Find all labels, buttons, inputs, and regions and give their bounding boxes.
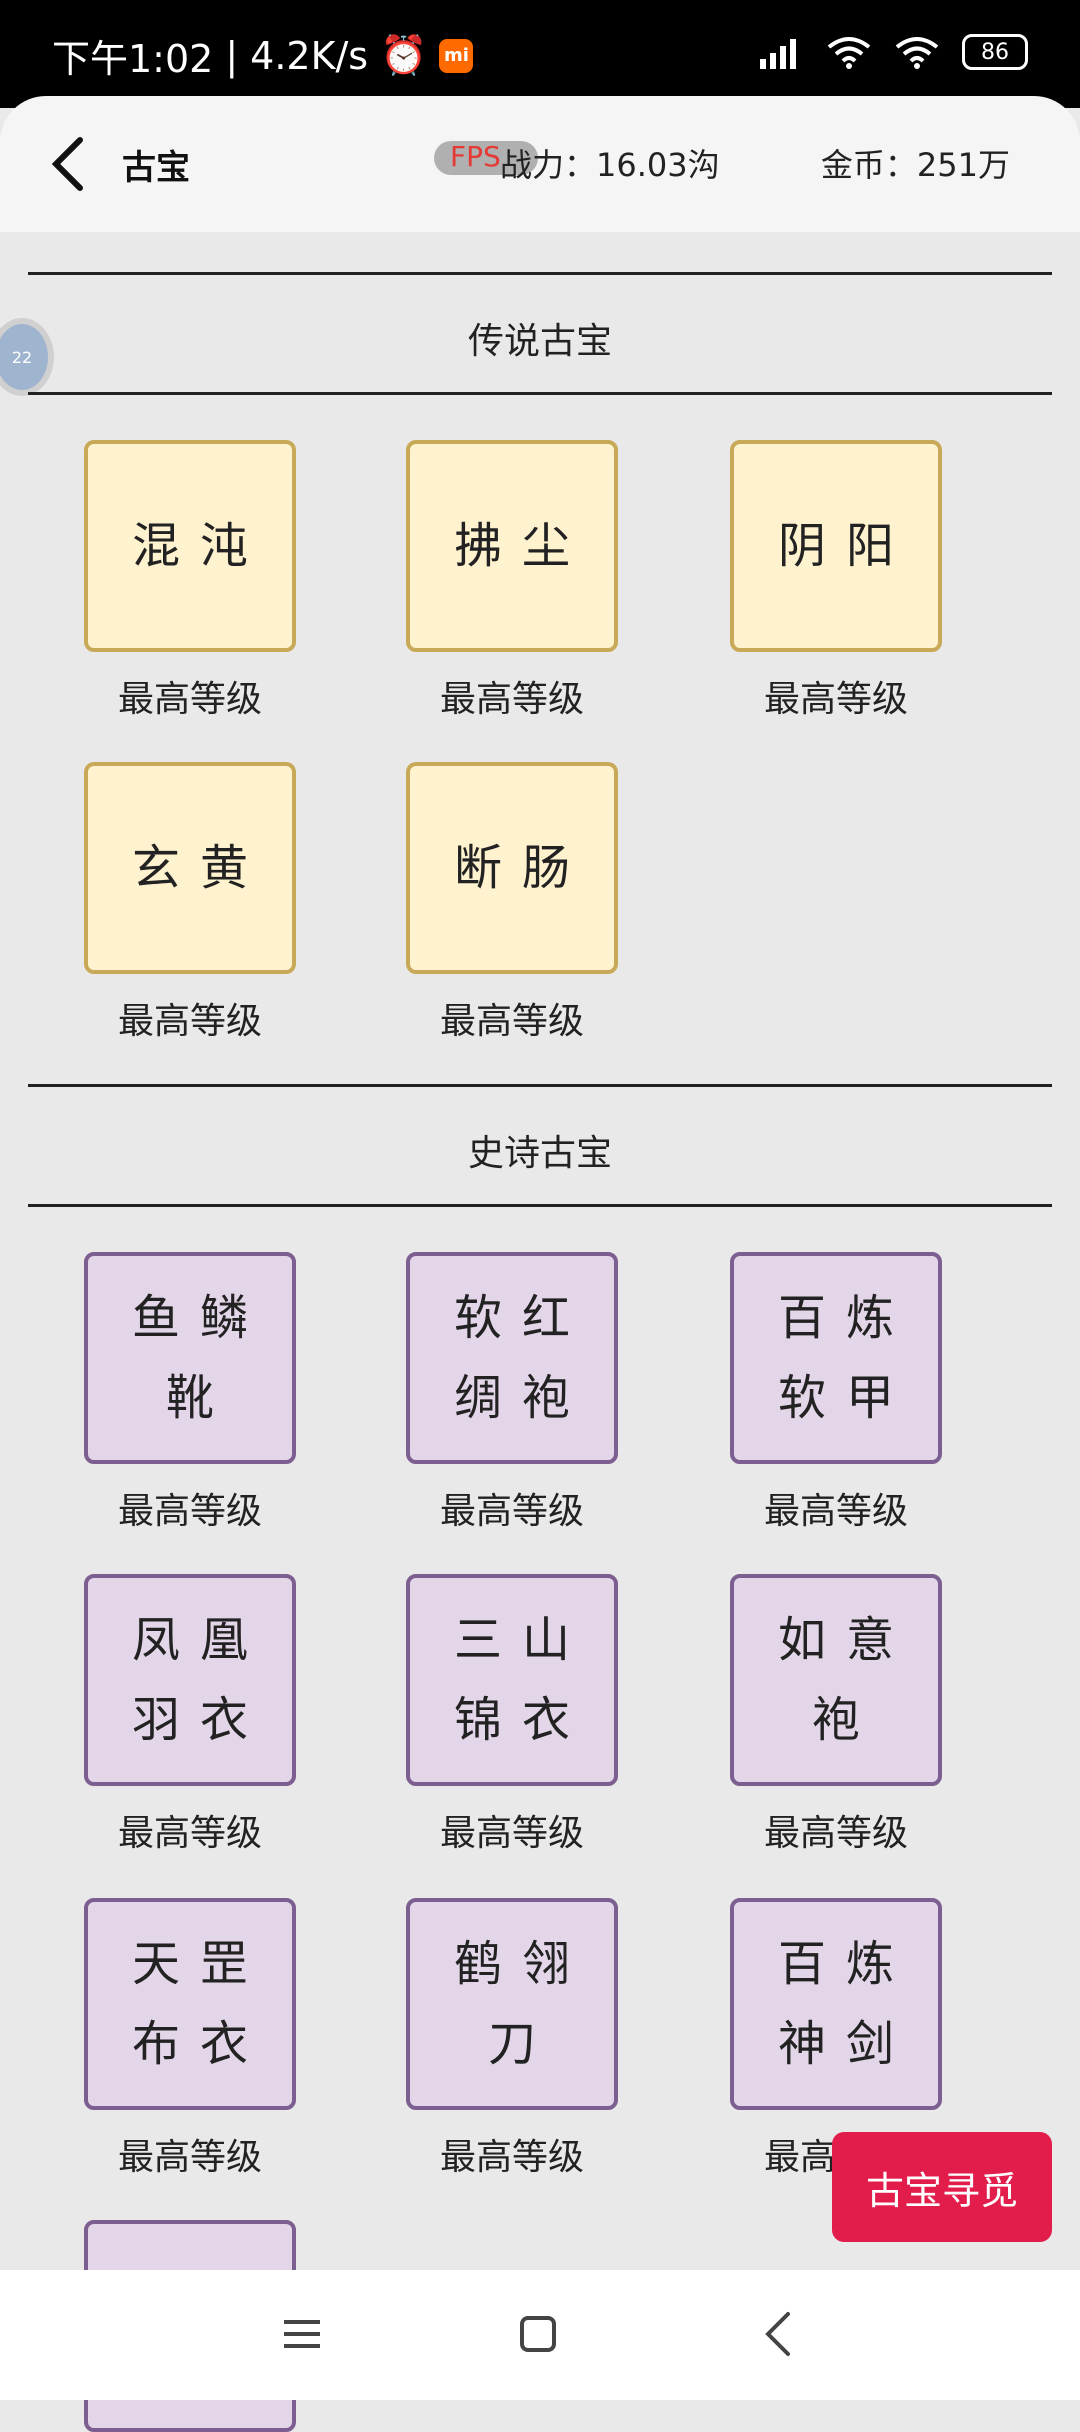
treasure-box[interactable]: 断肠 [406, 762, 618, 974]
treasure-name: 玄黄 [131, 840, 268, 896]
home-icon[interactable] [518, 2314, 558, 2354]
floating-debug-bubble[interactable]: 22 [0, 318, 54, 396]
treasure-item[interactable]: 阴阳 最高等级 [730, 440, 942, 722]
treasure-box[interactable]: 玄黄 [84, 762, 296, 974]
network-speed: 4.2K/s [250, 33, 369, 78]
treasure-item[interactable]: 三山 锦衣 最高等级 [406, 1574, 618, 1856]
fps-label: FPS [450, 140, 501, 173]
treasure-level: 最高等级 [117, 1491, 262, 1532]
treasure-item[interactable]: 鱼鳞 靴 最高等级 [84, 1252, 296, 1534]
wifi-icon [827, 37, 871, 69]
status-left: 下午1:02 | 4.2K/s ⏰ mi [52, 28, 474, 83]
fps-overlay [434, 141, 538, 175]
page-title: 古宝 [122, 148, 190, 188]
treasure-name: 拂尘 [453, 518, 590, 574]
treasure-box[interactable]: 拂尘 [406, 440, 618, 652]
treasure-name: 百炼 神剑 [777, 1936, 914, 2072]
treasure-item[interactable]: 天罡 布衣 最高等级 [84, 1898, 296, 2180]
section-divider [28, 272, 1052, 275]
bubble-text: 22 [11, 347, 33, 367]
treasure-box[interactable]: 如意 袍 [730, 1574, 942, 1786]
treasure-item[interactable]: 如意 袍 最高等级 [730, 1574, 942, 1856]
treasure-search-button[interactable]: 古宝寻觅 [832, 2132, 1052, 2242]
treasure-box[interactable]: 天罡 布衣 [84, 1898, 296, 2110]
battery-level: 86 [981, 39, 1009, 65]
treasure-level: 最高等级 [763, 1813, 908, 1854]
treasure-item[interactable]: 断肠 最高等级 [406, 762, 618, 1044]
treasure-level: 最高等级 [439, 1001, 584, 1042]
treasure-level: 最高等级 [439, 679, 584, 720]
menu-icon[interactable] [282, 2314, 322, 2354]
treasure-item[interactable]: 凤凰 羽衣 最高等级 [84, 1574, 296, 1856]
section-title-legend: 传说古宝 [467, 321, 612, 362]
treasure-level: 最高等级 [117, 1813, 262, 1854]
treasure-name: 三山 锦衣 [453, 1612, 590, 1748]
treasure-name: 阴阳 [777, 518, 914, 574]
treasure-box[interactable]: 阴阳 [730, 440, 942, 652]
battery-icon: 86 [962, 34, 1028, 70]
treasure-level: 最高等级 [439, 1813, 584, 1854]
treasure-name: 混沌 [131, 518, 268, 574]
treasure-item[interactable]: 拂尘 最高等级 [406, 440, 618, 722]
treasure-item[interactable]: 百炼 软甲 最高等级 [730, 1252, 942, 1534]
treasure-name: 百炼 软甲 [777, 1290, 914, 1426]
treasure-name: 鹤翎 刀 [453, 1936, 590, 2072]
treasure-box[interactable]: 三山 锦衣 [406, 1574, 618, 1786]
treasure-level: 最高等级 [439, 2137, 584, 2178]
treasure-name: 凤凰 羽衣 [131, 1612, 268, 1748]
treasure-box[interactable]: 鹤翎 刀 [406, 1898, 618, 2110]
cellular-signal-icon [760, 39, 796, 69]
treasure-name: 断肠 [453, 840, 590, 896]
treasure-box[interactable]: 百炼 神剑 [730, 1898, 942, 2110]
treasure-box[interactable]: 软红 绸袍 [406, 1252, 618, 1464]
section-divider [28, 1084, 1052, 1087]
treasure-box[interactable]: 鱼鳞 靴 [84, 1252, 296, 1464]
status-right: 86 [758, 34, 1028, 70]
treasure-box[interactable]: 百炼 软甲 [730, 1252, 942, 1464]
alarm-icon: ⏰ [380, 33, 428, 77]
treasure-name: 软红 绸袍 [453, 1290, 590, 1426]
mi-app-icon: mi [439, 38, 474, 73]
section-divider [28, 1204, 1052, 1207]
treasure-level: 最高等级 [117, 679, 262, 720]
treasure-level: 最高等级 [763, 679, 908, 720]
status-time: 下午1:02 [52, 37, 214, 81]
section-title-epic: 史诗古宝 [467, 1133, 612, 1174]
app-header: 古宝 FPS 战力：16.03沟 金币：251万 [0, 96, 1080, 232]
treasure-box[interactable]: 凤凰 羽衣 [84, 1574, 296, 1786]
treasure-level: 最高等级 [439, 1491, 584, 1532]
treasure-level: 最高等级 [117, 1001, 262, 1042]
treasure-name: 鱼鳞 靴 [131, 1290, 268, 1426]
treasure-item[interactable]: 软红 绸袍 最高等级 [406, 1252, 618, 1534]
treasure-level: 最高等级 [763, 1491, 908, 1532]
back-icon[interactable] [758, 2310, 798, 2358]
treasure-item[interactable]: 玄黄 最高等级 [84, 762, 296, 1044]
wifi-icon-secondary [895, 37, 939, 69]
treasure-name: 天罡 布衣 [131, 1936, 268, 2072]
status-bar: 下午1:02 | 4.2K/s ⏰ mi 86 [0, 0, 1080, 108]
treasure-item[interactable]: 混沌 最高等级 [84, 440, 296, 722]
section-divider [28, 392, 1052, 395]
treasure-name: 如意 袍 [777, 1612, 914, 1748]
system-nav-bar [0, 2270, 1080, 2400]
gold-label: 金币：251万 [820, 146, 1010, 184]
back-arrow-icon[interactable] [40, 132, 104, 196]
treasure-box[interactable]: 混沌 [84, 440, 296, 652]
power-label: 战力：16.03沟 [500, 146, 720, 184]
treasure-item[interactable]: 鹤翎 刀 最高等级 [406, 1898, 618, 2180]
treasure-level: 最高等级 [117, 2137, 262, 2178]
